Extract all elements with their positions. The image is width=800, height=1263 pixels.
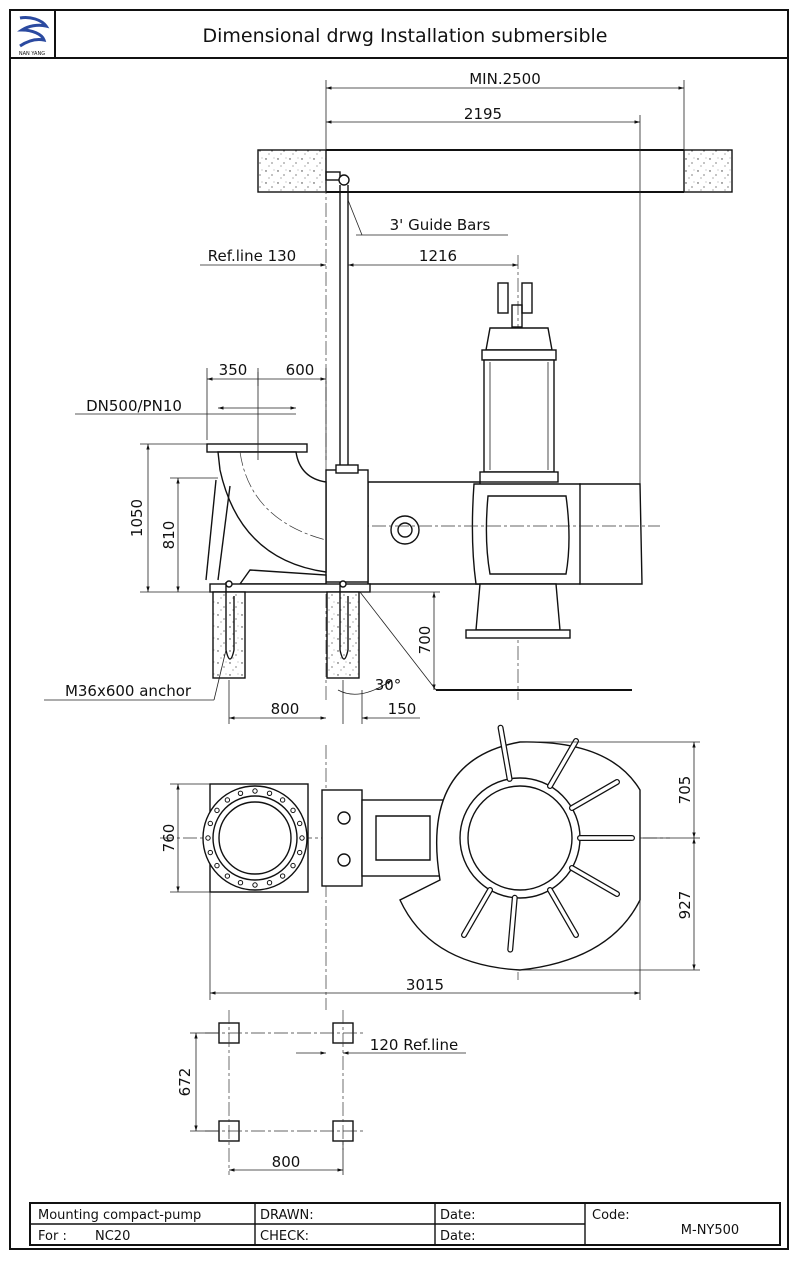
dim-150: 150 <box>388 700 417 718</box>
tb-date-2: Date: <box>440 1229 475 1244</box>
flange-bolt-hole <box>252 882 258 888</box>
label-ref-line-130: Ref.line 130 <box>208 247 296 265</box>
title-block: Mounting compact-pump For : NC20 DRAWN: … <box>29 1202 781 1246</box>
dim-810: 810 <box>160 521 178 550</box>
flange-bolt-hole <box>224 797 231 803</box>
dim-min-2500: MIN.2500 <box>469 70 541 88</box>
dim-672: 672 <box>176 1068 194 1097</box>
tb-for-value: NC20 <box>95 1229 130 1244</box>
pump-volute <box>326 481 660 639</box>
flange-bolt-hole <box>214 807 220 814</box>
flange-bolt-hole <box>279 873 286 879</box>
tb-mounting: Mounting compact-pump <box>38 1208 201 1223</box>
dim-600: 600 <box>286 361 315 379</box>
flange-bolt-hole <box>296 849 303 856</box>
dim-1216: 1216 <box>419 247 457 265</box>
volute-rib-inner <box>498 725 512 781</box>
flange-bolt-hole <box>237 879 244 886</box>
side-elevation: MIN.2500 2195 3' Guide Bars Ref.line 130… <box>44 70 733 724</box>
flange-bolt-hole <box>252 788 258 794</box>
dim-800-plan: 800 <box>272 1153 301 1171</box>
page-title: Dimensional drwg Installation submersibl… <box>203 25 608 47</box>
dim-800-side: 800 <box>271 700 300 718</box>
label-ref-line-120: 120 Ref.line <box>370 1036 458 1054</box>
flange-bolt-hole <box>205 835 211 841</box>
discharge-elbow <box>205 443 371 593</box>
pump-coupling <box>325 469 369 583</box>
dim-350: 350 <box>219 361 248 379</box>
tb-for-label: For : <box>38 1229 67 1244</box>
flange-bolt-hole <box>224 873 231 879</box>
dim-927: 927 <box>676 891 694 920</box>
label-guide-bars: 3' Guide Bars <box>390 216 491 234</box>
volute-rib-inner <box>462 888 492 937</box>
logo-text: NAN YANG <box>19 51 45 57</box>
tb-code-label: Code: <box>592 1208 630 1223</box>
flange-bolt-hole <box>279 797 286 803</box>
concrete-slab-right <box>683 149 733 193</box>
pump-motor <box>479 282 559 483</box>
flange-bolt-hole <box>207 820 214 827</box>
volute-rib-inner <box>508 896 517 952</box>
volute-rib-inner <box>570 866 619 896</box>
concrete-slab-left <box>257 149 327 193</box>
plan-view: 760 705 927 3015 <box>160 724 700 1010</box>
dim-760: 760 <box>160 824 178 853</box>
flange-bolt-hole <box>237 790 244 797</box>
tb-drawn: DRAWN: <box>260 1208 314 1223</box>
dim-700: 700 <box>416 626 434 655</box>
tb-date-1: Date: <box>440 1208 475 1223</box>
flange-bolt-hole <box>266 790 273 797</box>
flange-bolt-hole <box>207 849 214 856</box>
label-anchor: M36x600 anchor <box>65 682 192 700</box>
anchor-plan: 120 Ref.line 672 800 <box>176 1010 466 1175</box>
header: NAN YANG Dimensional drwg Installation s… <box>9 9 789 59</box>
sheet-border <box>9 9 789 1250</box>
dim-2195: 2195 <box>464 105 502 123</box>
tb-code-value: M-NY500 <box>681 1223 739 1238</box>
flange-bolt-hole <box>296 820 303 827</box>
volute-rib-inner <box>548 739 578 788</box>
foundation-block-left <box>212 591 246 679</box>
foundation-block-right <box>326 591 360 679</box>
tb-check: CHECK: <box>260 1229 309 1244</box>
flange-bolt-hole <box>290 862 296 869</box>
volute-rib-inner <box>570 780 619 810</box>
label-dn500-pn10: DN500/PN10 <box>86 397 182 415</box>
flange-bolt-hole <box>214 862 220 869</box>
label-angle-30: 30° <box>375 676 402 694</box>
company-logo: NAN YANG <box>17 16 50 57</box>
flange-bolt-hole <box>266 879 273 886</box>
dim-3015: 3015 <box>406 976 444 994</box>
flange-bolt-hole <box>299 835 305 841</box>
flange-bolt-hole <box>290 807 296 814</box>
dim-1050: 1050 <box>128 499 146 537</box>
volute-rib-inner <box>548 888 578 937</box>
dim-705: 705 <box>676 776 694 805</box>
